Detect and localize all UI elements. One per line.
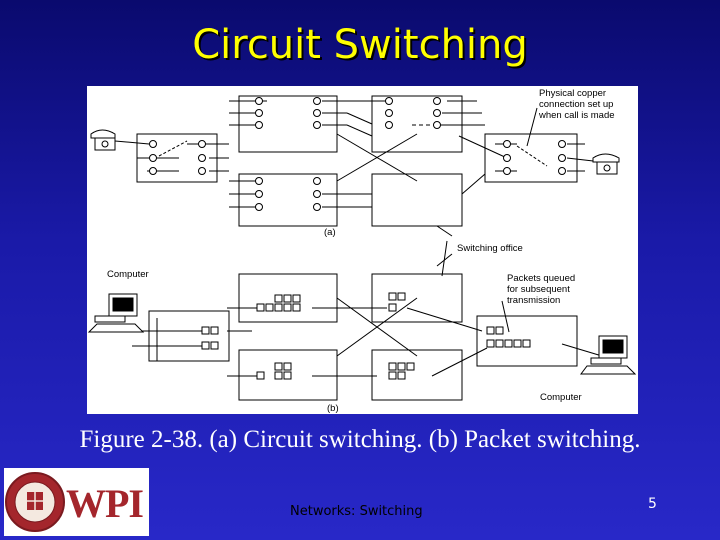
office-a-bottom-right bbox=[371, 173, 463, 227]
office-b-left-end bbox=[148, 310, 230, 362]
page-number: 5 bbox=[648, 496, 657, 512]
office-b-right-end bbox=[476, 315, 578, 367]
office-b-bottom-right bbox=[371, 349, 463, 401]
telephone-left-icon bbox=[90, 129, 116, 151]
wpi-logo: WPI bbox=[4, 468, 149, 536]
telephone-right-icon bbox=[592, 153, 620, 175]
office-a-top-left bbox=[238, 95, 338, 153]
computer-left-icon bbox=[87, 293, 145, 333]
footer-text: Networks: Switching bbox=[290, 504, 423, 519]
wpi-seal-icon bbox=[5, 472, 65, 532]
office-a-bottom-left bbox=[238, 173, 338, 227]
note-packets-line-2: for subsequent bbox=[507, 284, 570, 295]
note-physical-line-1: Physical copper bbox=[539, 88, 606, 99]
note-packets-line-3: transmission bbox=[507, 295, 560, 306]
office-b-top-right bbox=[371, 273, 463, 323]
label-computer-right: Computer bbox=[540, 392, 582, 403]
computer-right-icon bbox=[580, 335, 637, 375]
label-computer-left: Computer bbox=[107, 269, 149, 280]
switching-figure: (a) (b) Physical copper connection set u… bbox=[87, 86, 638, 414]
wpi-logo-text: WPI bbox=[66, 481, 144, 526]
office-a-right-end bbox=[484, 133, 578, 183]
note-packets-line-1: Packets queued bbox=[507, 273, 575, 284]
figure-caption: Figure 2-38. (a) Circuit switching. (b) … bbox=[79, 426, 641, 453]
switching-diagram: (a) (b) Physical copper connection set u… bbox=[87, 88, 637, 414]
office-b-bottom-left bbox=[238, 349, 338, 401]
note-physical-line-2: connection set up bbox=[539, 99, 613, 110]
slide-title: Circuit Switching bbox=[192, 22, 528, 68]
note-physical-line-3: when call is made bbox=[538, 110, 615, 121]
note-switching-office: Switching office bbox=[457, 243, 523, 254]
label-part-a: (a) bbox=[324, 227, 336, 238]
label-part-b: (b) bbox=[327, 403, 339, 414]
